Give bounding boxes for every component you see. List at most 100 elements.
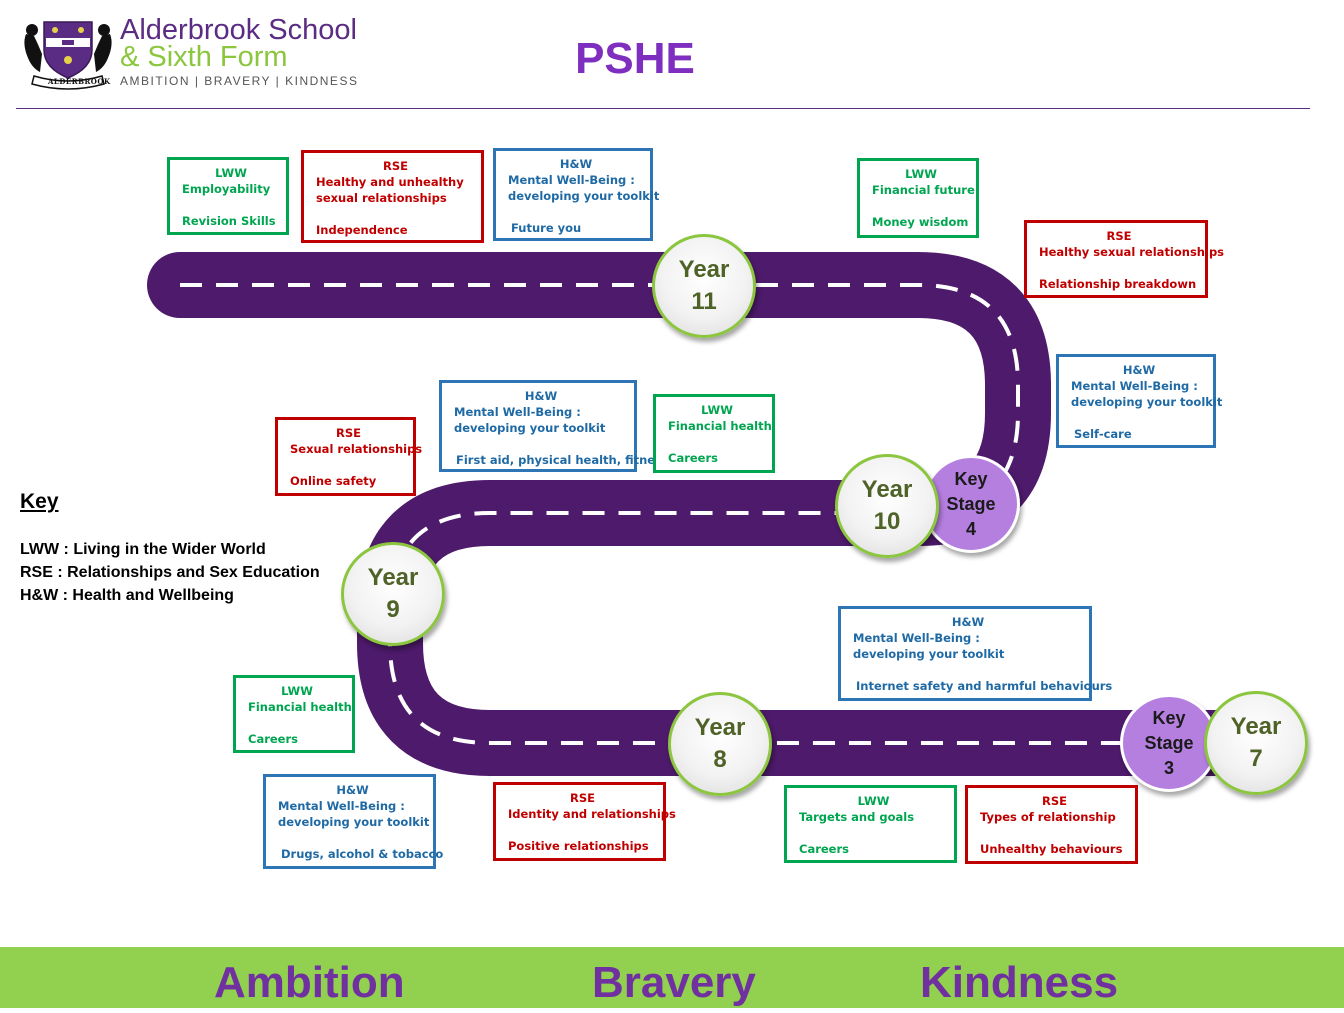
year-10-hw-box: H&W Mental Well-Being : developing your … (1056, 354, 1223, 448)
box-title: RSE (336, 426, 361, 440)
box-topic: developing your toolkit (454, 421, 606, 435)
box-topic: developing your toolkit (1071, 395, 1223, 409)
box-topic: sexual relationships (316, 191, 447, 205)
year-11-rse-box: RSE Healthy and unhealthy sexual relatio… (301, 150, 484, 243)
year-11-hw-box: H&W Mental Well-Being : developing your … (493, 148, 660, 241)
year-11-label-l2: 11 (691, 288, 717, 315)
year-9-marker: Year 9 (341, 542, 445, 646)
year-9-label-l1: Year (367, 564, 419, 591)
box-topic: Future you (511, 221, 582, 235)
box-title: RSE (1106, 229, 1132, 243)
box-topic: Careers (799, 842, 849, 856)
box-topic: Mental Well-Being : (853, 631, 980, 645)
year-8-marker: Year 8 (668, 692, 772, 796)
school-motto: AMBITION | BRAVERY | KINDNESS (120, 74, 359, 88)
box-topic: Revision Skills (182, 214, 276, 228)
key-lww: LWW : Living in the Wider World (20, 541, 266, 558)
box-title: H&W (951, 615, 985, 629)
box-topic: Internet safety and harmful behaviours (856, 679, 1113, 693)
key-title: Key (20, 490, 59, 513)
footer-kindness: Kindness (920, 958, 1119, 1007)
key-rse: RSE : Relationships and Sex Education (20, 564, 320, 581)
box-title: LWW (281, 684, 313, 698)
footer-ambition: Ambition (214, 958, 405, 1007)
box-topic: Self-care (1074, 427, 1132, 441)
school-logo: ALDERBROOK Alderbrook School & Sixth For… (20, 14, 360, 94)
footer-bravery: Bravery (592, 958, 756, 1007)
box-topic: Mental Well-Being : (508, 173, 635, 187)
box-topic: Types of relationship (980, 810, 1116, 824)
box-title: LWW (701, 403, 733, 417)
year-10-rse-box: RSE Healthy sexual relationships Relatio… (1024, 220, 1225, 298)
year-8-hw-box: H&W Mental Well-Being : developing your … (263, 774, 444, 869)
box-title: RSE (570, 791, 595, 805)
year-9-hw-box: H&W Mental Well-Being : developing your … (439, 380, 669, 472)
key-hw: H&W : Health and Wellbeing (20, 587, 234, 604)
key-stage-3-label-l3: 3 (1163, 757, 1174, 778)
box-topic: Mental Well-Being : (278, 799, 405, 813)
box-topic: Identity and relationships (508, 807, 676, 821)
box-topic: Mental Well-Being : (454, 405, 581, 419)
year-8-label-l2: 8 (713, 746, 727, 773)
box-title: H&W (1122, 363, 1156, 377)
box-topic: Healthy sexual relationships (1039, 245, 1225, 259)
key-stage-4-label-l1: Key (954, 468, 988, 489)
school-crest-icon (24, 21, 112, 90)
box-title: LWW (857, 794, 890, 808)
box-topic: Relationship breakdown (1039, 277, 1197, 291)
box-topic: developing your toolkit (508, 189, 660, 203)
school-name-line1: Alderbrook School (120, 14, 357, 46)
year-11-label-l1: Year (678, 256, 730, 283)
year-9-label-l2: 9 (386, 596, 400, 623)
key-stage-3-badge: Key Stage 3 (1120, 694, 1218, 792)
road-centre-line (180, 283, 1215, 745)
year-11-lww-box: LWW Employability Revision Skills (167, 157, 289, 235)
box-topic: Healthy and unhealthy (316, 175, 464, 189)
box-topic: Drugs, alcohol & tobacco (281, 847, 444, 861)
key-stage-4-label-l3: 4 (965, 518, 976, 539)
box-topic: Positive relationships (508, 839, 649, 853)
box-topic: Careers (668, 451, 718, 465)
year-7-hw-box: H&W Mental Well-Being : developing your … (838, 606, 1113, 701)
box-topic: Online safety (290, 474, 377, 488)
year-11-marker: Year 11 (652, 234, 756, 338)
box-topic: Mental Well-Being : (1071, 379, 1198, 393)
box-title: H&W (559, 157, 593, 171)
year-10-label-l1: Year (861, 476, 913, 503)
box-title: LWW (905, 167, 937, 181)
key-stage-3-label-l2: Stage (1144, 732, 1194, 753)
box-topic: Money wisdom (872, 215, 969, 229)
year-8-lww-box: LWW Financial health Careers (233, 675, 355, 753)
year-9-lww-box: LWW Financial health Careers (653, 394, 775, 473)
year-10-lww-box: LWW Financial future Money wisdom (857, 158, 979, 238)
crest-banner-text: ALDERBROOK (48, 77, 111, 86)
year-7-label-l2: 7 (1249, 745, 1263, 772)
box-topic: Independence (316, 223, 408, 237)
header-divider (16, 108, 1310, 109)
year-10-label-l2: 10 (873, 508, 901, 535)
box-topic: Financial health (668, 419, 772, 433)
year-7-rse-box: RSE Types of relationship Unhealthy beha… (965, 785, 1138, 864)
year-9-rse-box: RSE Sexual relationships Online safety (275, 417, 423, 496)
box-title: H&W (524, 389, 558, 403)
box-topic: Employability (182, 182, 271, 196)
box-title: LWW (215, 166, 247, 180)
year-7-marker: Year 7 (1204, 691, 1308, 795)
year-7-lww-box: LWW Targets and goals Careers (784, 785, 957, 863)
box-topic: Unhealthy behaviours (980, 842, 1123, 856)
box-title: H&W (336, 783, 369, 797)
box-topic: Careers (248, 732, 298, 746)
box-title: RSE (383, 159, 408, 173)
box-topic: Financial future (872, 183, 975, 197)
box-topic: Targets and goals (799, 810, 915, 824)
box-topic: Sexual relationships (290, 442, 423, 456)
page-title: PSHE (575, 34, 695, 83)
box-topic: First aid, physical health, fitness (456, 453, 669, 467)
year-8-label-l1: Year (694, 714, 746, 741)
year-7-label-l1: Year (1230, 713, 1282, 740)
year-10-marker: Year 10 (835, 454, 939, 558)
box-topic: developing your toolkit (278, 815, 430, 829)
box-topic: Financial health (248, 700, 352, 714)
footer-banner (0, 947, 1344, 1008)
